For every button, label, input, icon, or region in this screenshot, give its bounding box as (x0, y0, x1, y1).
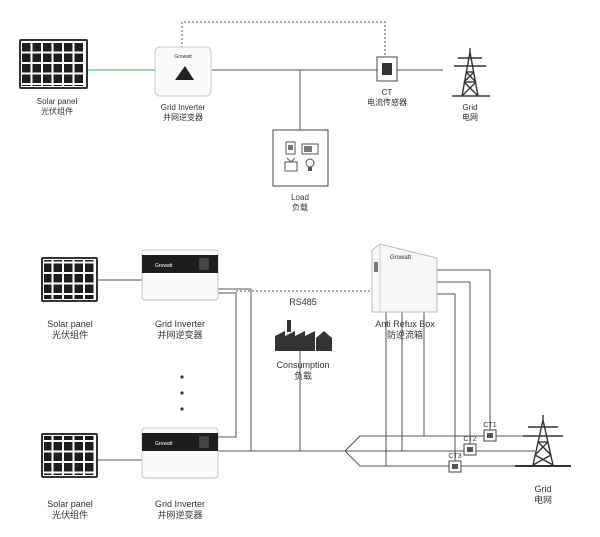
ct3-sensor (448, 460, 462, 473)
solar-1-label-en: Solar panel (47, 319, 93, 329)
top-solar-label-zh: 光伏组件 (41, 106, 73, 116)
lightbulb-icon (305, 158, 315, 171)
bottom-wires (97, 269, 535, 467)
microwave-icon (301, 143, 319, 155)
solar-1-label-zh: 光伏组件 (52, 329, 88, 340)
inverter-1-label-zh: 并网逆变器 (157, 329, 202, 340)
box-label-en: Anti Refux Box (375, 319, 435, 329)
solar-2-label-en: Solar panel (47, 499, 93, 509)
rs485-link (218, 292, 237, 438)
top-grid-label-en: Grid (462, 103, 477, 112)
ct2-link (437, 281, 471, 444)
ct3-label: CT3 (448, 453, 461, 460)
ct-sensor-icon (376, 56, 398, 82)
bottom-diagram: Solar panel 光伏组件 Growatt Grid Inverter 并… (41, 243, 571, 520)
inverter-2-label-en: Grid Inverter (155, 499, 205, 509)
grid-tower-icon (515, 415, 571, 467)
anti-refux-box-icon: Growatt (371, 243, 438, 313)
box-brand: Growatt (390, 255, 411, 261)
more-inverters-dots (180, 375, 184, 411)
ct1-link (437, 269, 491, 430)
ct-signal-dashed (181, 21, 386, 57)
ct2-label: CT2 (463, 436, 476, 443)
top-inverter-label-en: Grid Inverter (161, 103, 206, 112)
top-solar-label-en: Solar panel (37, 97, 78, 106)
top-load-label-zh: 负载 (292, 202, 308, 212)
grid-tower-icon (452, 48, 490, 97)
inverter-1-brand: Growatt (155, 263, 173, 269)
top-ct-label-zh: 电流传感器 (367, 97, 407, 107)
phase-l1 (344, 435, 510, 452)
factory-icon (275, 320, 332, 351)
phase-l3 (344, 450, 510, 467)
ct1-label: CT1 (483, 422, 496, 429)
bottom-grid-label-en: Grid (534, 484, 551, 494)
inverter-2-brand: Growatt (155, 441, 173, 447)
top-load-label-en: Load (291, 193, 309, 202)
bottom-grid-label-zh: 电网 (534, 494, 552, 505)
load-box (272, 129, 329, 187)
inverter-1-label-en: Grid Inverter (155, 319, 205, 329)
top-inverter-label-zh: 并网逆变器 (163, 112, 203, 122)
rs485-label: RS485 (289, 297, 317, 307)
solar-panel-icon (41, 257, 98, 302)
top-ct-label-en: CT (382, 88, 393, 97)
inverter-icon: Growatt (154, 46, 212, 97)
inverter-brand: Growatt (174, 54, 192, 60)
consumption-label-en: Consumption (276, 360, 329, 370)
inverter-icon: Growatt (141, 427, 219, 479)
inv1-ac (218, 288, 252, 451)
inverter-2-label-zh: 并网逆变器 (157, 509, 202, 520)
ct1-sensor (483, 429, 497, 442)
consumption-label-zh: 负载 (294, 370, 312, 381)
box-label-zh: 防逆流箱 (387, 329, 423, 340)
solar-2-label-zh: 光伏组件 (52, 509, 88, 520)
fridge-icon (285, 141, 296, 155)
top-diagram: Solar panel 光伏组件 Growatt Grid Inverter 并… (19, 21, 490, 212)
ct2-sensor (463, 443, 477, 456)
solar-panel-icon (19, 39, 88, 89)
inverter-icon: Growatt (141, 249, 219, 301)
solar-panel-icon (41, 433, 98, 478)
tv-icon (284, 157, 298, 172)
ct3-link (437, 293, 456, 461)
top-grid-label-zh: 电网 (462, 112, 478, 122)
top-wires (88, 21, 443, 130)
